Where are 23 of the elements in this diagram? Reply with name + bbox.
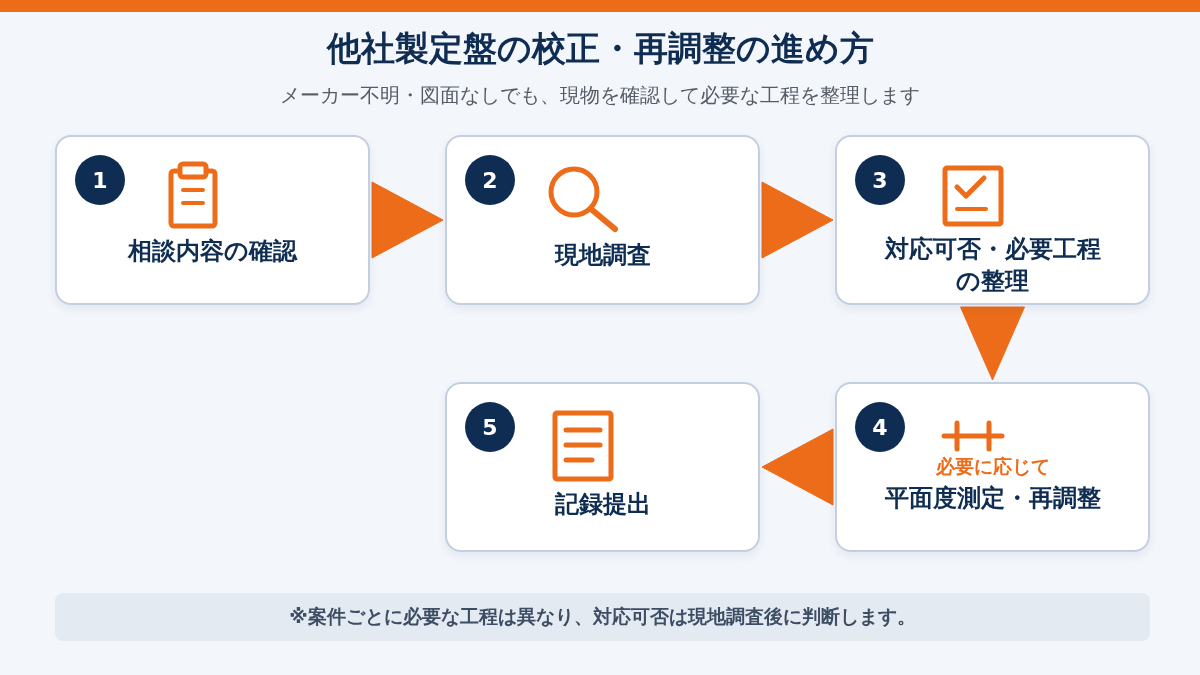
step-title: 対応可否・必要工程の整理 [883, 234, 1102, 298]
title: 他社製定盤の校正・再調整の進め方 [325, 27, 875, 70]
step-number: 1 [75, 155, 125, 205]
step-number: 4 [855, 402, 905, 452]
arrow [761, 181, 834, 259]
arrow [371, 181, 444, 259]
step-title: 平面度測定・再調整 [884, 483, 1101, 514]
arrow [761, 428, 834, 506]
note-text: 必要に応じて [935, 454, 1050, 479]
footnote: ※案件ごとに必要な工程は異なり、対応可否は現地調査後に判断します。 [289, 604, 916, 629]
step-title: 相談内容の確認 [128, 236, 297, 267]
subtitle: メーカー不明・図面なしでも、現物を確認して必要な工程を整理します [279, 82, 921, 109]
step-number: 5 [465, 402, 515, 452]
step-number: 2 [465, 155, 515, 205]
step-title: 現地調査 [554, 240, 651, 271]
step-card [835, 135, 1150, 305]
step-card [445, 135, 760, 305]
step-card [835, 382, 1150, 552]
step-card [445, 382, 760, 552]
arrow [960, 306, 1025, 381]
step-number: 3 [855, 155, 905, 205]
step-card [55, 135, 370, 305]
step-title: 記録提出 [554, 489, 651, 520]
